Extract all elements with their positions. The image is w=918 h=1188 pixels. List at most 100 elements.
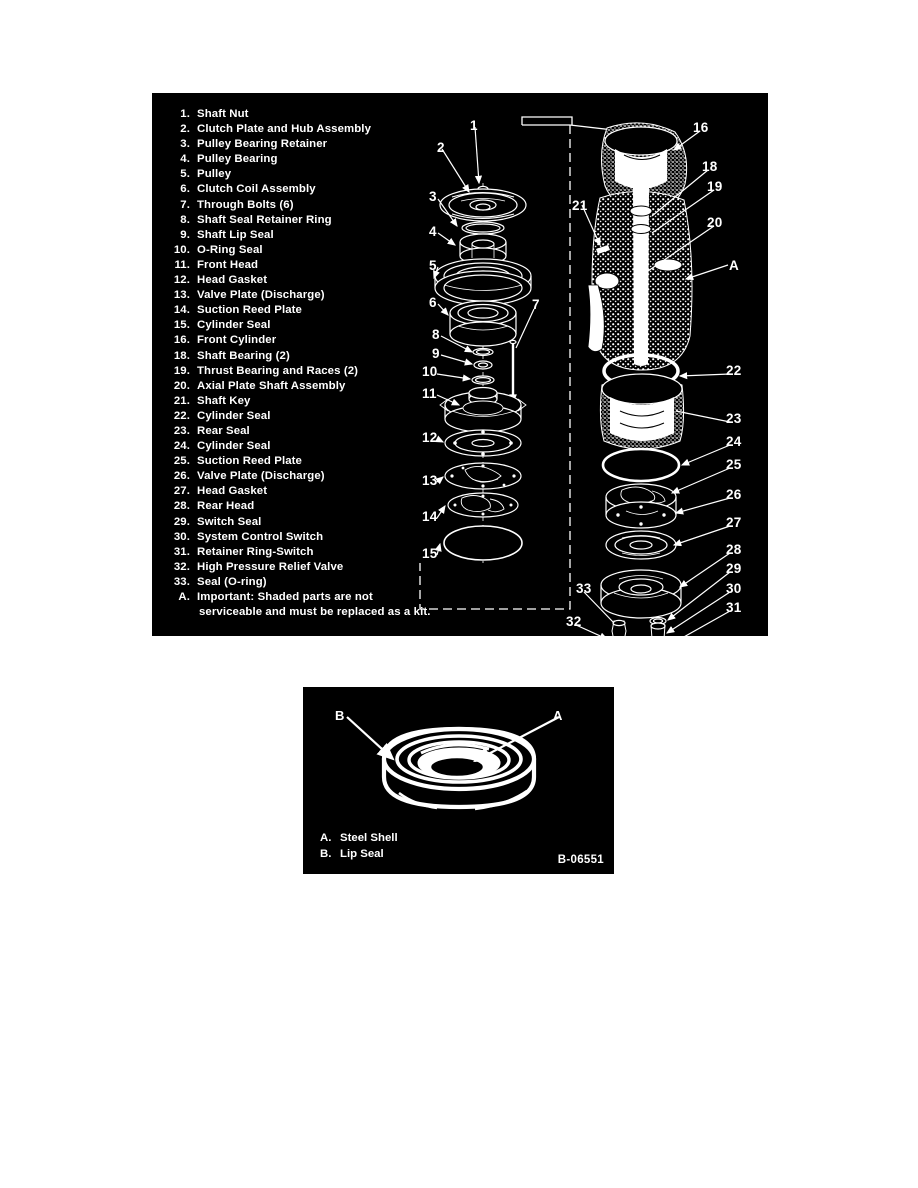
legend-item-label: Shaft Lip Seal bbox=[197, 228, 274, 241]
legend-item-number: 16. bbox=[173, 334, 190, 347]
callout-31: 31 bbox=[726, 600, 742, 615]
legend-item-number: 12. bbox=[173, 274, 190, 287]
legend-item-label: Front Cylinder bbox=[197, 334, 277, 347]
legend-item-number: 32. bbox=[173, 560, 190, 573]
figure-id-label: B-06551 bbox=[557, 854, 604, 866]
legend-item: 2.Clutch Plate and Hub Assembly bbox=[164, 122, 434, 137]
legend-item-label: Shaft Seal Retainer Ring bbox=[197, 213, 332, 226]
legend-item-label: High Pressure Relief Valve bbox=[197, 560, 344, 573]
seal-callout-B: B bbox=[335, 708, 345, 723]
callout-12: 12 bbox=[422, 430, 438, 445]
callout-2: 2 bbox=[437, 140, 445, 155]
legend-item-number: 33. bbox=[173, 575, 190, 588]
callout-13: 13 bbox=[422, 473, 438, 488]
callout-20: 20 bbox=[707, 215, 723, 230]
legend-item: 29.Switch Seal bbox=[164, 515, 434, 530]
legend-item: 18. Shaft Bearing (2) bbox=[164, 349, 434, 364]
legend-item: 31. Retainer Ring-Switch bbox=[164, 545, 434, 560]
callout-28: 28 bbox=[726, 542, 742, 557]
callout-19: 19 bbox=[707, 179, 723, 194]
callout-11: 11 bbox=[422, 386, 437, 401]
legend-item-number: 28. bbox=[173, 500, 190, 513]
legend-item: 6. Clutch Coil Assembly bbox=[164, 182, 434, 197]
callout-A: A bbox=[729, 258, 739, 273]
legend-item-label: Cylinder Seal bbox=[197, 319, 271, 332]
legend-item-number: 23. bbox=[173, 424, 190, 437]
callout-6: 6 bbox=[429, 295, 437, 310]
legend-item-label: Seal (O-ring) bbox=[197, 575, 267, 588]
legend-item: 24. Cylinder Seal bbox=[164, 439, 434, 454]
legend-item: 8. Shaft Seal Retainer Ring bbox=[164, 213, 434, 228]
legend-item-label: Suction Reed Plate bbox=[197, 455, 302, 468]
legend-item: 23. Rear Seal bbox=[164, 424, 434, 439]
legend-item: 15. Cylinder Seal bbox=[164, 318, 434, 333]
callout-29: 29 bbox=[726, 561, 742, 576]
callout-22: 22 bbox=[726, 363, 742, 378]
legend-item: 26.Valve Plate (Discharge) bbox=[164, 469, 434, 484]
legend-item: 4.Pulley Bearing bbox=[164, 152, 434, 167]
legend-item-label: Pulley Bearing bbox=[197, 153, 278, 166]
callout-14: 14 bbox=[422, 509, 438, 524]
legend-item-number: 11. bbox=[174, 258, 190, 271]
legend-item: 32. High Pressure Relief Valve bbox=[164, 560, 434, 575]
seal-legend-label: Lip Seal bbox=[340, 847, 384, 860]
legend-item-label: System Control Switch bbox=[197, 530, 324, 543]
legend-item-number: 27. bbox=[173, 485, 190, 498]
callout-32: 32 bbox=[566, 614, 582, 629]
legend-item-number: 24. bbox=[173, 440, 190, 453]
legend-item-number: 18. bbox=[173, 349, 190, 362]
legend-item-number: 5. bbox=[180, 168, 190, 181]
legend-item-number: 30. bbox=[173, 530, 190, 543]
legend-item: 1.Shaft Nut bbox=[164, 107, 434, 122]
seal-legend-label: Steel Shell bbox=[340, 832, 398, 844]
legend-item-number: 8. bbox=[180, 213, 190, 226]
seal-callout-A: A bbox=[553, 708, 563, 723]
legend-item-label: Rear Seal bbox=[197, 424, 250, 437]
callout-33: 33 bbox=[576, 581, 592, 596]
legend-item-label: Head Gasket bbox=[197, 274, 268, 287]
callout-10: 10 bbox=[422, 364, 438, 379]
legend-item-number: 10. bbox=[173, 243, 190, 256]
legend-item: 3.Pulley Bearing Retainer bbox=[164, 137, 434, 152]
legend-item-number: 22. bbox=[173, 409, 190, 422]
legend-item-label: Clutch Coil Assembly bbox=[197, 183, 316, 196]
legend-item-number: 14. bbox=[173, 304, 190, 317]
legend-item-number: 15. bbox=[173, 319, 190, 332]
legend-item: 9.Shaft Lip Seal bbox=[164, 228, 434, 243]
legend-item-number: 6. bbox=[180, 183, 190, 196]
legend-item: 10. O-Ring Seal bbox=[164, 243, 434, 258]
legend-item-number: 7. bbox=[180, 198, 190, 211]
legend-item-label: Suction Reed Plate bbox=[197, 304, 302, 317]
legend-item-number: 31. bbox=[173, 545, 190, 558]
legend-item-label: Head Gasket bbox=[197, 485, 268, 498]
legend-item-label: Shaft Bearing (2) bbox=[197, 349, 290, 362]
legend-item: 11.Front Head bbox=[164, 258, 434, 273]
callout-4: 4 bbox=[429, 224, 437, 239]
legend-item: 21.Shaft Key bbox=[164, 394, 434, 409]
legend-item: 5.Pulley bbox=[164, 167, 434, 182]
callout-26: 26 bbox=[726, 487, 742, 502]
legend-item-label: Axial Plate Shaft Assembly bbox=[197, 379, 346, 392]
legend-item: 12. Head Gasket bbox=[164, 273, 434, 288]
callout-27: 27 bbox=[726, 515, 742, 530]
legend-item-label: O-Ring Seal bbox=[197, 243, 263, 256]
legend-item-number: 19. bbox=[173, 364, 190, 377]
legend-item: 22.Cylinder Seal bbox=[164, 409, 434, 424]
legend-item-number: 1. bbox=[180, 108, 190, 120]
legend-item-label: Retainer Ring-Switch bbox=[197, 545, 314, 558]
legend-item-number: 29. bbox=[173, 515, 190, 528]
legend-item: 33. Seal (O-ring) bbox=[164, 575, 434, 590]
callout-9: 9 bbox=[432, 346, 440, 361]
legend-item-number: 20. bbox=[173, 379, 190, 392]
callout-30: 30 bbox=[726, 581, 742, 596]
legend-item-label: Cylinder Seal bbox=[197, 440, 271, 453]
callout-8: 8 bbox=[432, 327, 440, 342]
seal-legend-key: A. bbox=[320, 832, 332, 844]
legend-item-label: Pulley Bearing Retainer bbox=[197, 138, 328, 151]
callout-7: 7 bbox=[532, 297, 540, 312]
